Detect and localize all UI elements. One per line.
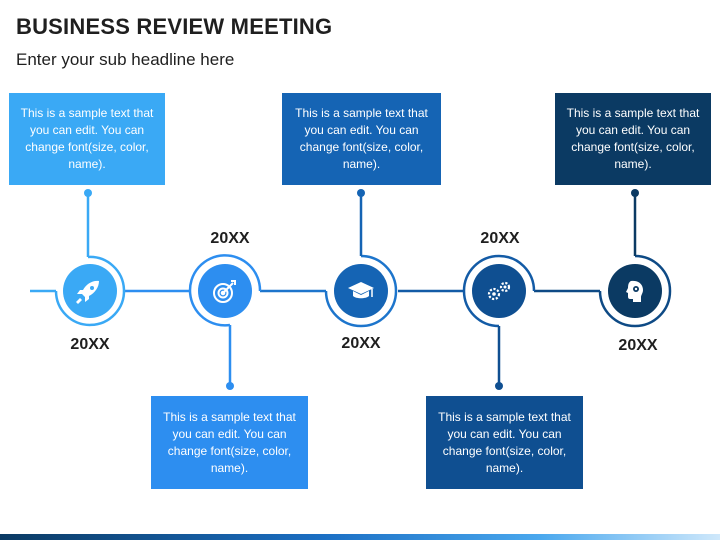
milestone-3-text: This is a sample text that you can edit.…	[295, 106, 428, 171]
graduation-cap-icon	[348, 282, 374, 299]
milestone-5-textbox: This is a sample text that you can edit.…	[555, 93, 711, 185]
milestone-node-4	[462, 254, 536, 390]
page-subtitle: Enter your sub headline here	[16, 50, 235, 69]
milestone-2-year: 20XX	[210, 230, 250, 247]
milestone-4-textbox: This is a sample text that you can edit.…	[426, 396, 583, 489]
bottom-accent-bar	[0, 534, 720, 540]
milestone-2-text: This is a sample text that you can edit.…	[163, 409, 296, 475]
head-gear-icon	[626, 280, 643, 302]
target-icon	[213, 280, 236, 303]
milestone-node-5	[598, 189, 672, 328]
milestone-3-year: 20XX	[341, 335, 381, 352]
milestone-1-textbox: This is a sample text that you can edit.…	[9, 93, 165, 185]
milestone-4-text: This is a sample text that you can edit.…	[438, 409, 571, 475]
milestone-node-3	[324, 189, 398, 328]
milestone-5-year: 20XX	[618, 337, 658, 354]
milestone-node-1	[54, 189, 126, 327]
milestone-3-textbox: This is a sample text that you can edit.…	[282, 93, 441, 185]
milestone-5-text: This is a sample text that you can edit.…	[566, 106, 700, 171]
milestone-1-text: This is a sample text that you can edit.…	[20, 106, 154, 171]
milestone-2-textbox: This is a sample text that you can edit.…	[151, 396, 308, 489]
milestone-1-year: 20XX	[70, 336, 110, 353]
rocket-icon	[76, 280, 99, 304]
gears-icon	[487, 281, 511, 301]
page-title: BUSINESS REVIEW MEETING	[16, 14, 333, 39]
milestone-node-2	[188, 254, 262, 390]
milestone-4-year: 20XX	[480, 230, 520, 247]
